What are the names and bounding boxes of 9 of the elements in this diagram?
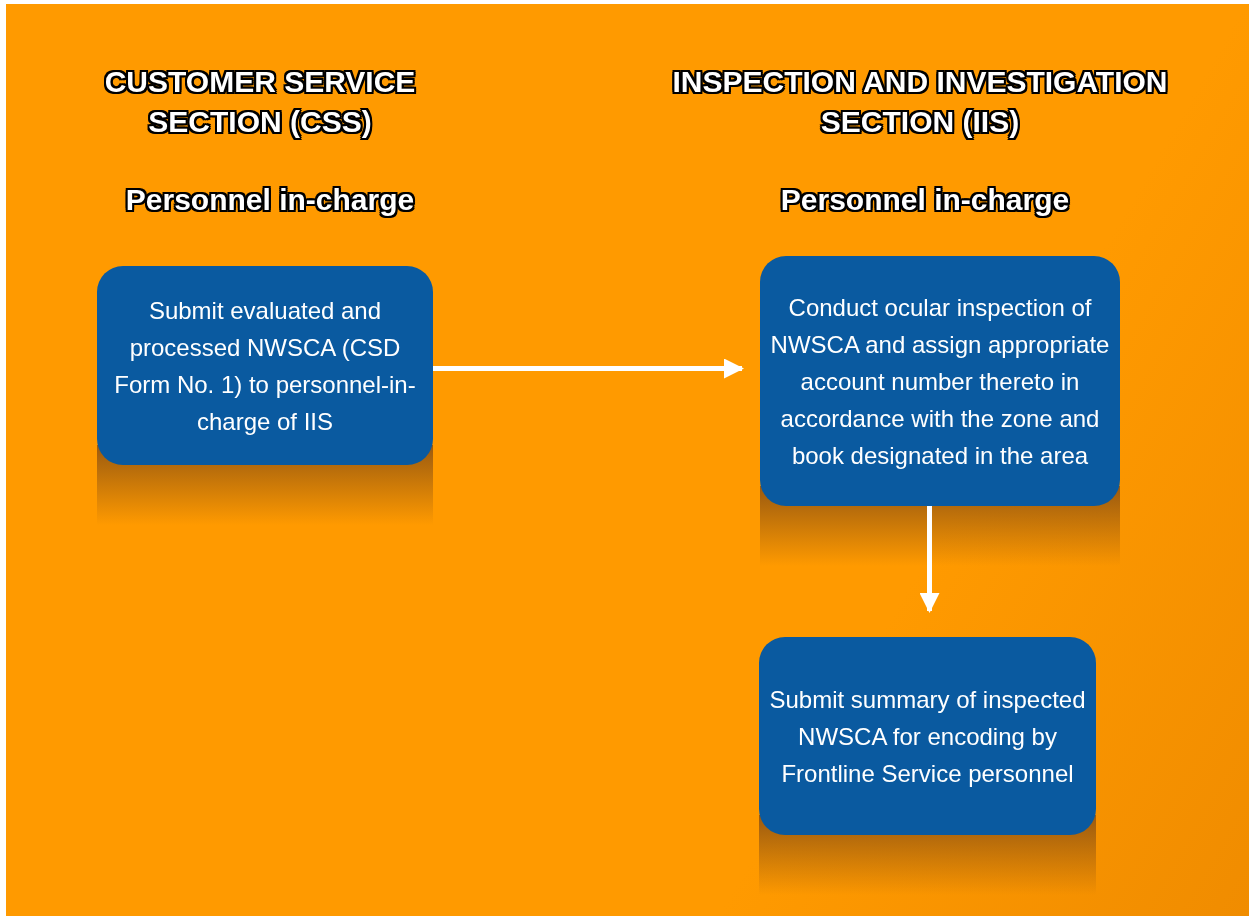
process-box: Submit summary of inspected NWSCA for encoding by Frontline Service personnel — [759, 637, 1096, 835]
process-box: Submit evaluated and processed NWSCA (CSD Form No. 1) to personnel-in-charge of IIS — [97, 266, 433, 465]
arrow — [919, 506, 940, 613]
process-box: Conduct ocular inspection of NWSCA and assign appropriate account number thereto in accordance with the zone and book designated in the area — [760, 256, 1120, 506]
section-heading: CUSTOMER SERVICE SECTION (CSS) — [103, 64, 417, 140]
role-heading: Personnel in-charge — [779, 182, 1071, 218]
role-heading: Personnel in-charge — [124, 182, 416, 218]
section-heading: INSPECTION AND INVESTIGATION SECTION (IIS) — [671, 64, 1169, 140]
arrow — [433, 358, 744, 379]
